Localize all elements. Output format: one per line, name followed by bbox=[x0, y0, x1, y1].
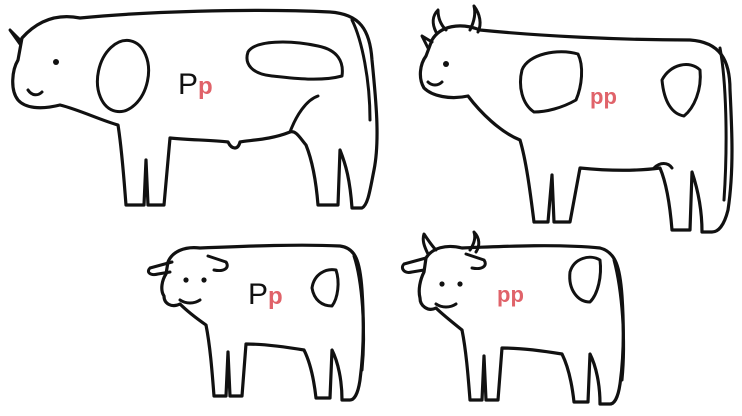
genotype-label-adult-horned: pp bbox=[590, 86, 617, 108]
cow-adult-polled bbox=[10, 10, 377, 208]
allele-recessive: p bbox=[590, 84, 603, 109]
genotype-label-adult-polled: Pp bbox=[178, 70, 213, 100]
genotype-label-calf-polled: Pp bbox=[248, 280, 283, 310]
allele-dominant: P bbox=[178, 68, 198, 101]
cow-calf-polled bbox=[148, 245, 363, 400]
allele-recessive: p bbox=[510, 282, 523, 307]
allele-recessive: p bbox=[198, 73, 213, 100]
cow-calf-horned bbox=[402, 232, 623, 404]
allele-recessive: p bbox=[268, 283, 283, 310]
allele-recessive: p bbox=[603, 84, 616, 109]
allele-dominant: P bbox=[248, 278, 268, 311]
allele-recessive: p bbox=[497, 282, 510, 307]
cow-adult-horned bbox=[420, 6, 732, 232]
genotype-label-calf-horned: pp bbox=[497, 284, 524, 306]
